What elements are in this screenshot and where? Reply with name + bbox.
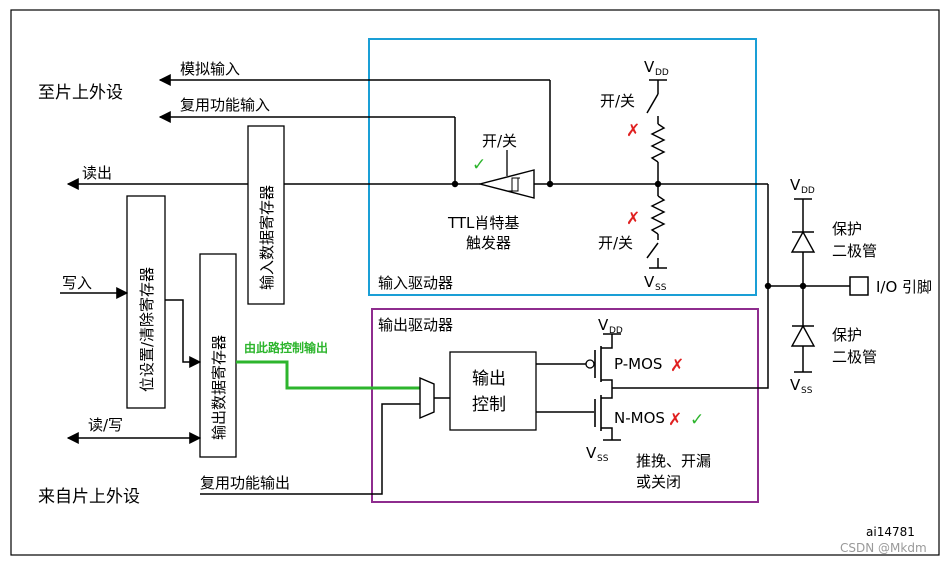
pmos-label: P-MOS xyxy=(614,355,662,373)
pullup-switch xyxy=(646,93,659,114)
pullup-switch-label: 开/关 xyxy=(600,92,635,110)
nmos-vss-sub: SS xyxy=(597,454,609,464)
diode-bottom xyxy=(790,324,816,347)
bit-set-reset-register xyxy=(126,195,166,409)
pulldown-switch-label: 开/关 xyxy=(598,234,633,252)
ttl-schmitt-label-2: 触发器 xyxy=(466,234,511,252)
pulldown-switch xyxy=(646,242,659,259)
pmos-drain xyxy=(601,334,613,349)
schmitt-hysteresis-icon xyxy=(506,177,520,192)
diode-bottom-vss-sub: SS xyxy=(801,386,813,396)
bit-set-reset-register-label: 位设置/清除寄存器 xyxy=(138,267,156,392)
output-driver-box xyxy=(371,308,759,503)
nmos-drain xyxy=(601,396,613,399)
pmos-source xyxy=(601,379,613,396)
pullup-vdd-sub: DD xyxy=(655,68,669,78)
output-control-box xyxy=(449,351,537,431)
schmitt-switch-label: 开/关 xyxy=(482,132,517,150)
protect-top-label-2: 二极管 xyxy=(832,242,877,260)
read-write-label: 读/写 xyxy=(88,416,123,434)
pulldown-resistor xyxy=(650,195,666,235)
input-data-register-label: 输入数据寄存器 xyxy=(258,185,276,290)
nmos-source xyxy=(601,427,613,440)
pullup-resistor xyxy=(650,123,666,163)
pullup-cross-mark: ✗ xyxy=(626,121,640,141)
write-in-label: 写入 xyxy=(62,274,92,292)
output-multiplexer xyxy=(419,376,435,420)
from-peripheral-label: 来自片上外设 xyxy=(38,487,140,507)
pulldown-vss-sub: SS xyxy=(655,283,667,293)
nmos-vss-label: V xyxy=(586,444,597,462)
alt-func-output-label: 复用功能输出 xyxy=(200,474,290,492)
pmos-cross-mark: ✗ xyxy=(670,356,684,376)
to-peripheral-label: 至片上外设 xyxy=(38,83,123,103)
input-data-register xyxy=(247,125,285,305)
outer-frame xyxy=(10,9,940,556)
diode-top xyxy=(790,230,816,253)
junction-analog xyxy=(546,180,554,188)
watermark: CSDN @Mkdm xyxy=(840,541,927,555)
nmos-cross-mark: ✗ xyxy=(668,410,682,430)
diode-top-vdd-label: V xyxy=(790,176,801,194)
input-driver-box xyxy=(368,38,757,296)
pulldown-cross-mark: ✗ xyxy=(626,209,640,229)
nmos-label: N-MOS xyxy=(614,409,665,427)
junction-pin-left xyxy=(764,282,772,290)
io-pin xyxy=(849,276,869,296)
output-data-register xyxy=(199,253,237,458)
output-control-label-1: 输出 xyxy=(472,369,506,389)
output-control-label-2: 控制 xyxy=(472,395,506,415)
output-mode-line-1: 推挽、开漏 xyxy=(636,452,711,470)
figure-id: ai14781 xyxy=(866,525,915,539)
output-data-register-label: 输出数据寄存器 xyxy=(210,335,228,440)
input-driver-label: 输入驱动器 xyxy=(378,274,453,292)
schmitt-hysteresis-icon-2 xyxy=(510,178,519,192)
pmos-gate-bubble xyxy=(585,359,595,369)
schmitt-check-mark: ✓ xyxy=(472,155,486,175)
nmos-check-mark: ✓ xyxy=(690,410,704,430)
read-out-label: 读出 xyxy=(82,164,112,182)
alt-func-input-label: 复用功能输入 xyxy=(180,96,270,114)
diode-top-vdd-sub: DD xyxy=(801,186,815,196)
output-mode-line-2: 或关闭 xyxy=(636,473,681,491)
alt-func-output-line xyxy=(200,403,420,495)
analog-input-label: 模拟输入 xyxy=(180,60,240,78)
ttl-schmitt-label-1: TTL肖特基 xyxy=(447,214,519,232)
pullup-vdd-label: V xyxy=(644,58,655,76)
output-to-pin-line xyxy=(612,286,769,389)
bsrr-to-odr-line xyxy=(165,299,202,368)
pmos-vdd-label: V xyxy=(598,316,609,334)
controlled-output-path xyxy=(236,360,420,390)
io-pin-label: I/O 引脚 xyxy=(876,278,932,296)
protect-bottom-label-1: 保护 xyxy=(832,326,862,344)
controlled-path-note: 由此路控制输出 xyxy=(244,340,328,355)
pulldown-vss-label: V xyxy=(644,273,655,291)
output-driver-label: 输出驱动器 xyxy=(378,316,453,334)
pmos-vdd-sub: DD xyxy=(609,326,623,336)
protect-top-label-1: 保护 xyxy=(832,220,862,238)
diode-bottom-vss-label: V xyxy=(790,376,801,394)
junction-input-left xyxy=(451,180,459,188)
protect-bottom-label-2: 二极管 xyxy=(832,348,877,366)
